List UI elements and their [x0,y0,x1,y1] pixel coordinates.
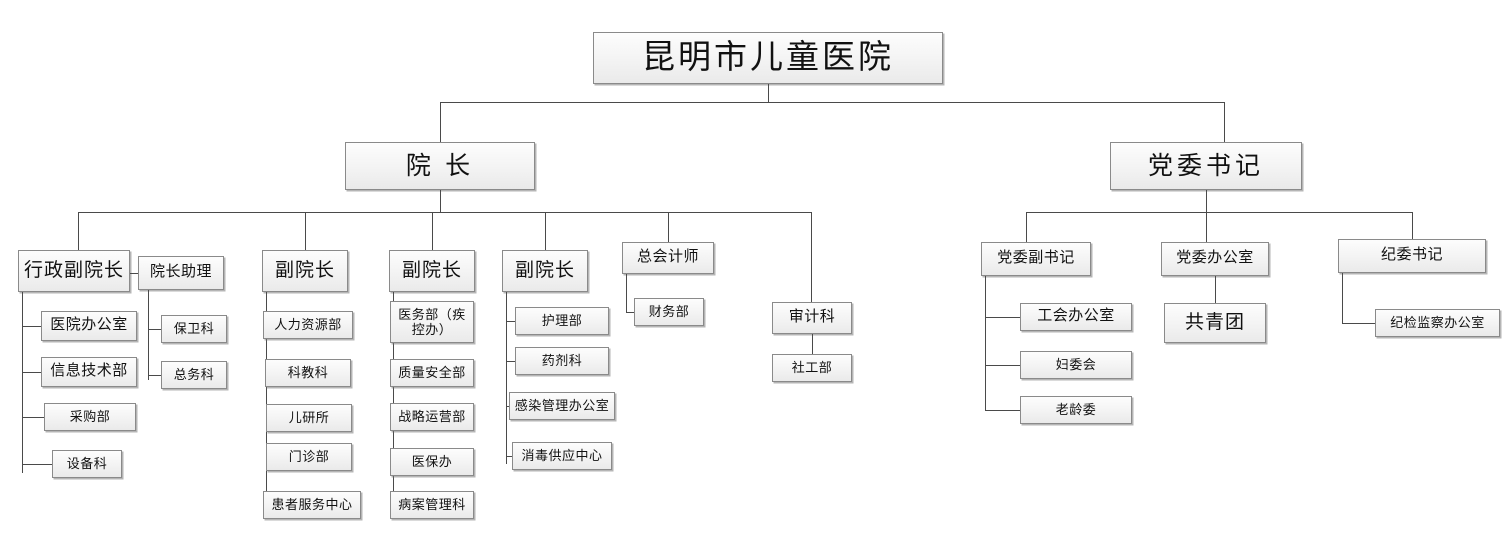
node-shanggongbu[interactable]: 社工部 [772,354,852,382]
node-ganran-guanli-bangongshi[interactable]: 感染管理办公室 [509,392,615,420]
connector-xingzheng-to-zhuli [130,273,138,274]
node-caiwubu[interactable]: 财务部 [634,298,704,326]
node-zongwuke[interactable]: 总务科 [161,361,227,389]
connector-yz-to-fuyuanzhang1 [305,212,306,250]
node-yiwubu-jikongban[interactable]: 医务部（疾 控办） [390,301,474,343]
node-gonghui-bangongshi[interactable]: 工会办公室 [1020,303,1132,331]
node-yibaoban[interactable]: 医保办 [390,448,474,476]
node-zhiliang-anquanbu[interactable]: 质量安全部 [390,359,474,387]
node-eryansuo[interactable]: 儿研所 [266,404,352,432]
node-yaojike[interactable]: 药剂科 [515,347,609,375]
node-zhanlue-yunyingbu[interactable]: 战略运营部 [390,403,474,431]
node-fuweihui[interactable]: 妇委会 [1020,351,1132,379]
connector-dwfs-spine [985,276,986,410]
connector-fy3-stub-1 [506,321,515,322]
connector-xingzheng-stub-4 [22,464,52,465]
node-jijian-jiancha-bangongshi[interactable]: 纪检监察办公室 [1375,309,1500,337]
node-shebeike[interactable]: 设备科 [52,450,122,478]
connector-dangwei-stem [1206,190,1207,212]
connector-zhuli-stub-1 [148,329,161,330]
connector-zonghuijishi-stub-1 [626,312,634,313]
node-huanzhe-fuwu-zhongxin[interactable]: 患者服务中心 [263,491,361,519]
connector-fuyuanzhang2-spine [393,292,394,506]
connector-dwfs-stub-3 [985,410,1020,411]
connector-fuyuanzhang1-spine [266,292,267,506]
connector-xingzheng-spine [22,292,23,473]
connector-xingzheng-stub-3 [22,417,44,418]
node-fuyuanzhang-1[interactable]: 副院长 [262,250,348,292]
connector-root-bus [440,102,1225,103]
node-dangwei-shuji[interactable]: 党委书记 [1110,142,1302,190]
node-jiwei-shuji[interactable]: 纪委书记 [1338,239,1486,273]
connector-root-stem [768,84,769,102]
connector-fy3-stub-4 [506,456,515,457]
node-xinxi-jishubu[interactable]: 信息技术部 [41,357,137,387]
connector-xingzheng-stub-2 [22,372,41,373]
connector-jiwei-stub-1 [1342,323,1375,324]
node-baoweike[interactable]: 保卫科 [161,315,227,343]
connector-fy3-stub-2 [506,361,515,362]
connector-dwbgs-spine [1215,276,1216,303]
connector-dwfs-stub-2 [985,365,1020,366]
connector-shenjike-spine [812,334,813,354]
node-laolingwei[interactable]: 老龄委 [1020,396,1132,424]
connector-jiwei-spine [1342,273,1343,323]
node-gongqingtuan[interactable]: 共青团 [1164,303,1266,343]
node-zonghuijishi[interactable]: 总会计师 [622,242,714,274]
node-root[interactable]: 昆明市儿童医院 [593,32,943,84]
connector-root-to-dangweishuji [1224,102,1225,142]
connector-yuanzhang-bus [78,212,811,213]
connector-yz-to-zonghuijishi [668,212,669,242]
connector-dw-to-fushuji [1026,212,1027,242]
node-hulibu[interactable]: 护理部 [515,307,609,335]
connector-dw-to-jiwei [1412,212,1413,242]
connector-dw-to-bangongshi [1206,212,1207,242]
node-fuyuanzhang-3[interactable]: 副院长 [502,250,588,292]
connector-zhuli-stub-2 [148,375,161,376]
node-yiyuan-bangongshi[interactable]: 医院办公室 [41,311,137,341]
node-caigoubu[interactable]: 采购部 [44,403,136,431]
node-renli-ziyuanbu[interactable]: 人力资源部 [263,311,353,339]
connector-yz-to-shenjike [811,212,812,302]
connector-zhuli-spine [148,290,149,380]
node-menzhenbu[interactable]: 门诊部 [266,443,352,471]
connector-root-to-yuanzhang [440,102,441,142]
connector-yz-to-fuyuanzhang3 [545,212,546,250]
connector-dangwei-bus [1026,212,1413,213]
connector-yz-to-fuyuanzhang2 [432,212,433,250]
connector-dwfs-stub-1 [985,317,1020,318]
node-fuyuanzhang-2[interactable]: 副院长 [389,250,475,292]
node-xiaodu-gongying-zhongxin[interactable]: 消毒供应中心 [512,442,612,470]
node-kejiaoke[interactable]: 科教科 [265,359,351,387]
connector-zonghuijishi-spine [626,274,627,312]
node-yuanzhang[interactable]: 院 长 [345,142,535,190]
node-yuanzhang-zhuli[interactable]: 院长助理 [138,256,224,290]
node-shenjike[interactable]: 审计科 [772,302,852,334]
connector-fuyuanzhang3-spine [506,292,507,464]
node-dangwei-bangongshi[interactable]: 党委办公室 [1161,242,1269,276]
node-xingzheng-fuyuanzhang[interactable]: 行政副院长 [18,250,130,292]
connector-yz-to-xingzheng [78,212,79,250]
connector-xingzheng-stub-1 [22,326,41,327]
node-bingan-guanlike[interactable]: 病案管理科 [390,491,474,519]
connector-yuanzhang-stem [440,190,441,212]
node-dangwei-fushuji[interactable]: 党委副书记 [981,242,1091,276]
